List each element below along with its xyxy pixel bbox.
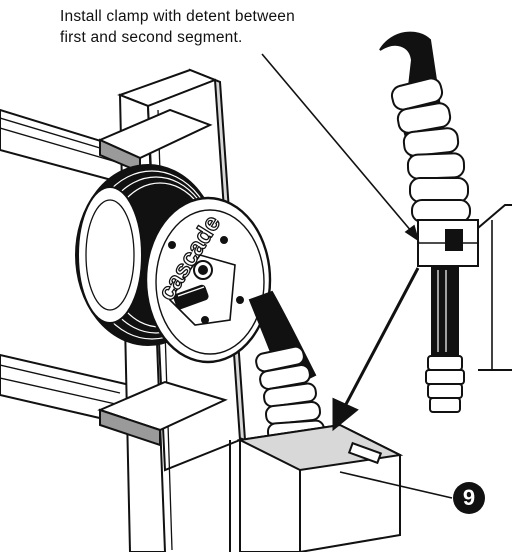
caption-line-2: first and second segment. (60, 29, 243, 46)
caption-line-1: Install clamp with detent between (60, 8, 295, 25)
reel-hose (236, 290, 404, 552)
hose-reel (75, 164, 272, 364)
callout-number-badge: 9 (453, 482, 485, 514)
install-arrow (332, 267, 420, 432)
callout-leader (339, 471, 453, 499)
detail-hose-view (379, 31, 512, 413)
caption-leader (261, 53, 420, 242)
install-instruction-caption: Install clamp with detent between first … (60, 6, 295, 48)
